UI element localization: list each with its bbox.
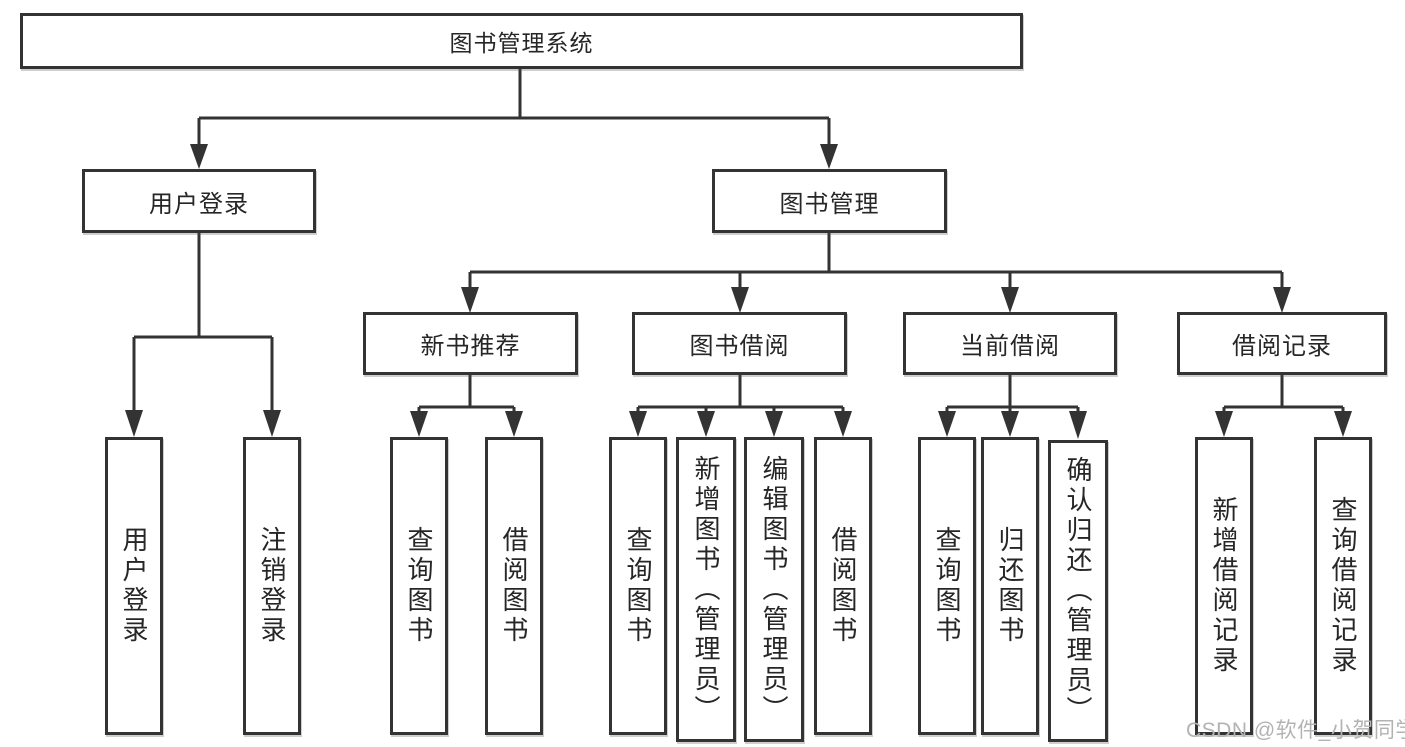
arrowhead (820, 144, 838, 169)
leaf-cb-return-books: 归还图书 (981, 437, 1039, 735)
connector-user-login-to-leaves (125, 233, 281, 437)
node-library-system-label: 图书管理系统 (449, 30, 594, 56)
leaf-cb-query-books: 查询图书 (918, 437, 976, 735)
node-user-login: 用户登录 (82, 169, 316, 233)
arrowhead (1069, 411, 1087, 439)
connector-current-borrow-to-leaves (938, 375, 1087, 439)
arrowhead (125, 410, 143, 437)
leaf-bb-edit-books-admin: 编辑图书（管理员） (744, 437, 804, 742)
leaf-bb-query-books: 查询图书 (609, 437, 667, 735)
leaf-nbr-borrow-books: 借阅图书 (485, 437, 543, 735)
arrowhead (629, 411, 647, 437)
leaf-nbr-query-books: 查询图书 (390, 437, 448, 735)
arrowhead (410, 411, 428, 437)
leaf-user-login: 用户登录 (105, 437, 163, 735)
arrowhead (1001, 411, 1019, 437)
leaf-bb-query-books-label: 查询图书 (623, 526, 653, 646)
leaf-nbr-borrow-books-label: 借阅图书 (499, 526, 529, 646)
leaf-nbr-query-books-label: 查询图书 (404, 526, 434, 646)
leaf-logout-label: 注销登录 (257, 526, 287, 646)
arrowhead (765, 411, 783, 437)
arrowhead (834, 411, 852, 437)
arrowhead (938, 411, 956, 437)
leaf-br-query-record-label: 查询借阅记录 (1328, 496, 1358, 676)
connector-book-mgmt-to-level3 (461, 233, 1291, 313)
leaf-cb-confirm-return-admin-label: 确认归还（管理员） (1063, 456, 1093, 726)
node-book-management: 图书管理 (712, 169, 947, 233)
node-library-system: 图书管理系统 (20, 13, 1023, 69)
arrowhead (1001, 287, 1019, 313)
leaf-bb-add-books-admin: 新增图书（管理员） (676, 437, 736, 742)
node-new-book-recommend-label: 新书推荐 (420, 333, 521, 360)
leaf-bb-edit-books-admin-label: 编辑图书（管理员） (759, 454, 789, 725)
connector-root-to-level2 (190, 69, 838, 169)
node-borrow-records: 借阅记录 (1177, 312, 1387, 375)
leaf-cb-confirm-return-admin: 确认归还（管理员） (1048, 440, 1108, 742)
leaf-cb-query-books-label: 查询图书 (932, 526, 962, 646)
arrowhead (1215, 411, 1233, 437)
arrowhead (190, 144, 208, 169)
node-user-login-label: 用户登录 (149, 190, 249, 218)
leaf-bb-borrow-books-label: 借阅图书 (828, 526, 858, 646)
leaf-br-add-record-label: 新增借阅记录 (1209, 496, 1239, 676)
arrowhead (263, 410, 281, 437)
connector-book-borrow-to-leaves (629, 375, 852, 437)
node-book-borrow-label: 图书借阅 (689, 333, 790, 360)
leaf-bb-borrow-books: 借阅图书 (814, 437, 872, 735)
arrowhead (697, 411, 715, 437)
node-book-borrow: 图书借阅 (632, 312, 847, 375)
node-current-borrow-label: 当前借阅 (960, 333, 1060, 360)
leaf-bb-add-books-admin-label: 新增图书（管理员） (691, 454, 721, 725)
connector-borrow-records-to-leaves (1215, 375, 1352, 437)
watermark-text: CSDN @软件_小贺同学 (1186, 719, 1405, 742)
leaf-user-login-label: 用户登录 (119, 526, 149, 646)
arrowhead (731, 287, 749, 313)
leaf-br-query-record: 查询借阅记录 (1314, 437, 1372, 735)
arrowhead (505, 411, 523, 437)
node-current-borrow: 当前借阅 (903, 312, 1117, 375)
node-new-book-recommend: 新书推荐 (363, 312, 578, 375)
arrowhead (461, 287, 479, 313)
leaf-logout: 注销登录 (243, 437, 301, 735)
leaf-br-add-record: 新增借阅记录 (1195, 437, 1253, 735)
node-book-management-label: 图书管理 (779, 190, 880, 218)
leaf-cb-return-books-label: 归还图书 (995, 526, 1025, 646)
arrowhead (1334, 411, 1352, 437)
arrowhead (1273, 287, 1291, 313)
node-borrow-records-label: 借阅记录 (1232, 333, 1332, 360)
connector-new-book-recommend-to-leaves (410, 375, 523, 437)
